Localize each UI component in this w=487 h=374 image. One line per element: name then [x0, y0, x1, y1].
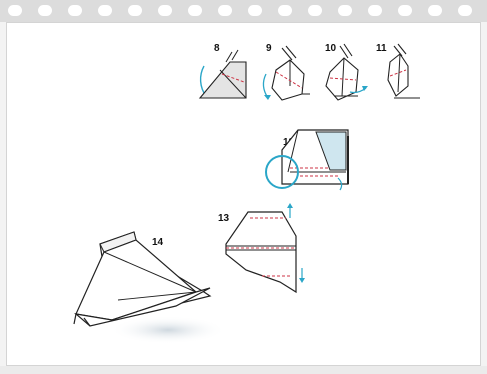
step-8: 8 — [198, 43, 247, 99]
strip-dot — [8, 5, 22, 16]
fold-line — [285, 45, 297, 59]
fold-line — [231, 49, 239, 61]
paper-shape — [198, 61, 247, 99]
strip-dot — [68, 5, 82, 16]
step-number-8: 8 — [214, 43, 220, 54]
fold-line — [343, 43, 353, 57]
step-number-9: 9 — [266, 43, 272, 54]
fold-line — [225, 51, 233, 63]
fold-line — [287, 129, 299, 173]
detail-circle — [265, 155, 299, 189]
dashed-fold — [329, 77, 357, 81]
strip-dot — [158, 5, 172, 16]
fold-line — [281, 47, 293, 61]
strip-dot — [218, 5, 232, 16]
step-11: 11 — [376, 43, 420, 99]
strip-dot — [248, 5, 262, 16]
strip-dot — [188, 5, 202, 16]
step-12: 12 — [265, 129, 349, 191]
strip-dot — [458, 5, 472, 16]
step-13: 13 — [218, 203, 305, 294]
step-number-10: 10 — [325, 43, 337, 54]
dashed-fold — [389, 69, 407, 77]
ground-shadow — [110, 316, 226, 344]
paper-shape — [271, 59, 305, 101]
arrow-head — [299, 278, 305, 283]
fold-line — [83, 317, 91, 327]
step-number-14: 14 — [152, 237, 164, 248]
fold-line — [339, 45, 349, 59]
dashed-fold — [275, 71, 303, 89]
strip-dot — [338, 5, 352, 16]
fold-line — [341, 57, 345, 97]
fold-arrow — [262, 73, 269, 99]
step-number-11: 11 — [376, 43, 387, 54]
plane-body — [75, 239, 198, 321]
shaded-flap — [315, 131, 347, 171]
step-14: 14 — [73, 231, 226, 344]
fold-line — [397, 43, 407, 55]
bottom-shadow — [0, 366, 487, 374]
fold-arrow — [337, 177, 343, 191]
strip-dot — [128, 5, 142, 16]
strip-dot — [98, 5, 112, 16]
step-number-13: 13 — [218, 213, 230, 224]
strip-dot — [428, 5, 442, 16]
step-10: 10 — [325, 43, 368, 101]
paper-shape — [225, 211, 297, 294]
arrow-head — [264, 95, 271, 100]
strip-dot — [368, 5, 382, 16]
step-9: 9 — [262, 43, 310, 101]
strip-dot — [308, 5, 322, 16]
fold-line — [397, 53, 401, 93]
arrow-head — [287, 203, 293, 208]
fold-line — [117, 291, 197, 301]
strip-dot — [398, 5, 412, 16]
strip-dot — [278, 5, 292, 16]
fold-line — [73, 313, 77, 325]
arrow-head — [362, 86, 368, 91]
fold-line — [103, 251, 197, 293]
dashed-fold — [221, 73, 245, 83]
strip-dot — [38, 5, 52, 16]
top-strip — [0, 0, 487, 22]
